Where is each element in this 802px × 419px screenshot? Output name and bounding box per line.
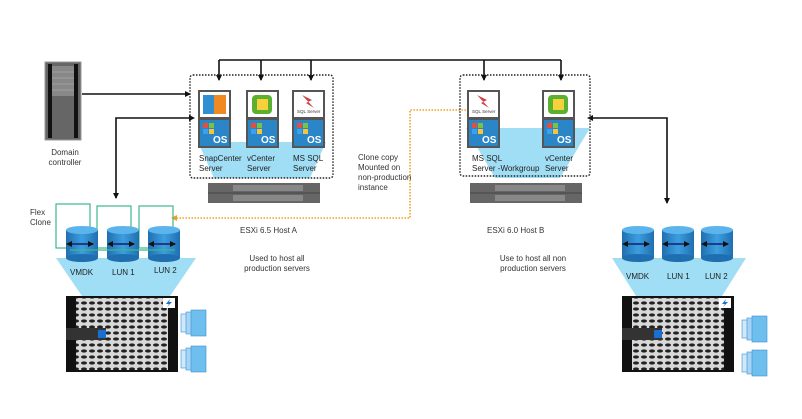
storage-b-link [587, 115, 670, 204]
windows-os-icon: OS [472, 123, 497, 146]
vm-tile: OS [246, 90, 279, 148]
host-a-box [189, 74, 334, 179]
storage-a-funnel [56, 258, 196, 296]
svg-text:OS: OS [261, 135, 276, 146]
host-b-title: ESXi 6.0 Host B [487, 226, 545, 235]
svg-text:SQL Server: SQL Server [472, 109, 496, 114]
disk-a-1 [107, 226, 139, 262]
storage-a-label-0: VMDK [70, 268, 94, 277]
vcenter-icon [548, 95, 568, 114]
svg-text:OS: OS [482, 135, 497, 146]
clone-link [171, 109, 466, 221]
disk-b-1 [662, 226, 694, 262]
domain-controller-label: Domain controller [48, 148, 82, 167]
svg-text:OS: OS [557, 135, 572, 146]
storage-a-link [113, 115, 195, 199]
storage-array-b [622, 296, 734, 372]
disk-b-0 [622, 226, 654, 262]
disk-a-0 [66, 226, 98, 262]
windows-os-icon: OS [547, 123, 572, 146]
disk-shelves-b [741, 315, 768, 377]
vm-tile: OS [198, 90, 231, 148]
clone-note: Clone copy Mounted on non-production ins… [358, 153, 412, 192]
storage-a-label-2: LUN 2 [154, 266, 177, 275]
svg-text:OS: OS [213, 135, 228, 146]
netapp-logo-icon [98, 330, 106, 338]
sql-server-icon: SQL Server [297, 95, 321, 114]
domain-controller-icon [44, 61, 82, 141]
storage-a-label-1: LUN 1 [112, 268, 135, 277]
host-b-server-hardware [470, 183, 582, 203]
windows-os-icon: OS [203, 123, 228, 146]
svg-text:OS: OS [307, 135, 322, 146]
storage-b-label-1: LUN 1 [667, 272, 690, 281]
svg-text:SQL Server: SQL Server [297, 109, 321, 114]
flex-clone-label: Flex Clone [30, 208, 51, 227]
disk-a-2 [148, 226, 180, 262]
snapcenter-icon [203, 95, 226, 114]
flash-icon [722, 299, 728, 307]
host-b-description: Use to host all non production servers [499, 254, 567, 273]
sql-server-icon: SQL Server [472, 95, 496, 114]
storage-b-funnel [612, 258, 746, 296]
management-bus [216, 59, 564, 81]
storage-b-label-0: VMDK [626, 272, 650, 281]
windows-os-icon: OS [251, 123, 276, 146]
host-a-description: Used to host all production servers [244, 254, 310, 273]
disk-b-2 [701, 226, 733, 262]
storage-b-label-2: LUN 2 [705, 272, 728, 281]
windows-os-icon: OS [297, 123, 322, 146]
storage-array-a [66, 296, 178, 372]
vcenter-icon [252, 95, 272, 114]
host-a-funnel [198, 142, 326, 178]
host-a-server-hardware [208, 183, 320, 203]
flash-icon [166, 299, 172, 307]
disk-shelves-a [180, 309, 207, 373]
host-a-title: ESXi 6.5 Host A [240, 226, 297, 235]
vm-tile: OS [542, 90, 575, 148]
netapp-logo-icon [654, 330, 662, 338]
